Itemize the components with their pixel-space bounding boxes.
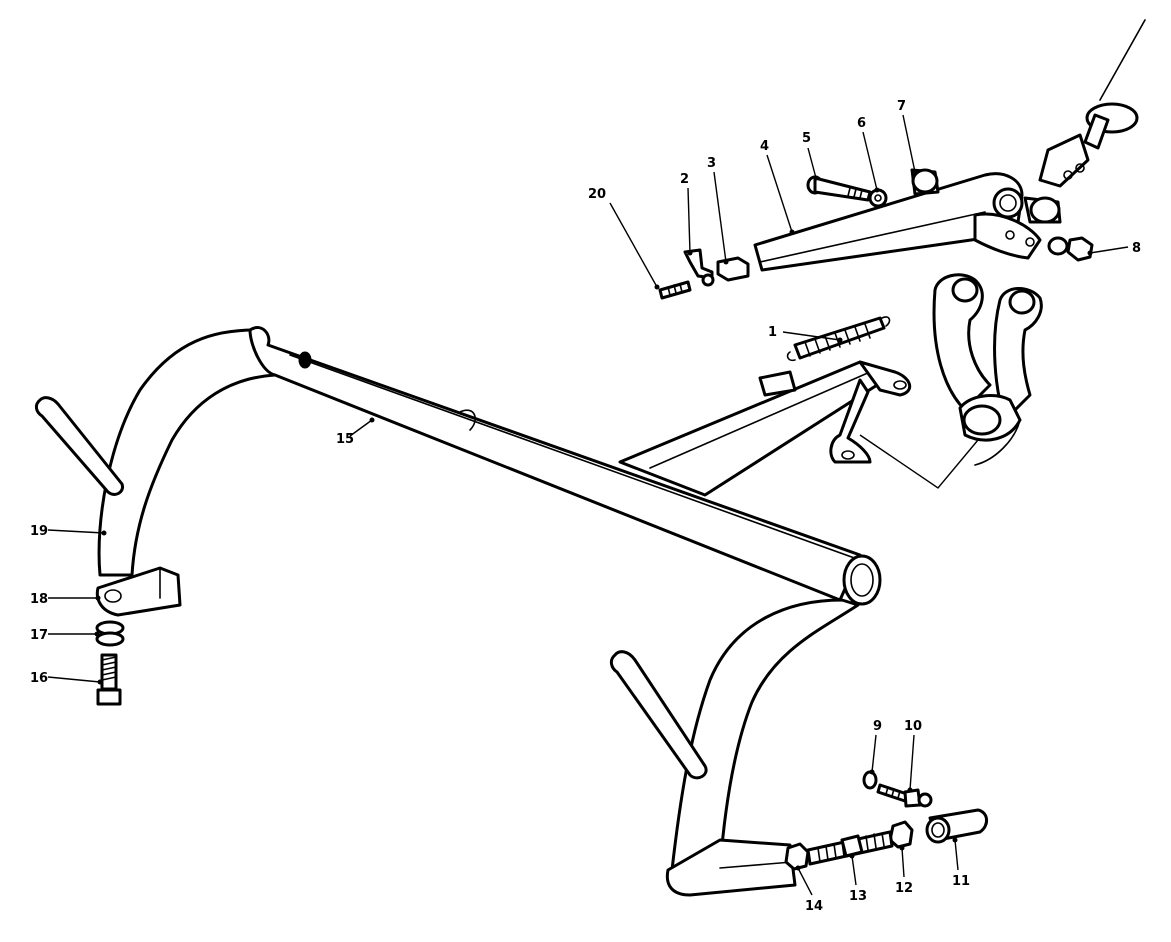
main-frame-assembly [34,326,911,897]
fork-right-arm [993,287,1043,422]
callout-labels: 1 2 3 4 5 6 7 8 9 10 11 12 13 14 15 16 1… [30,99,1141,914]
washer-9 [862,770,878,790]
bushing-arm-end [992,187,1062,224]
bolt-16 [96,653,122,706]
callout-5: 5 [802,131,811,146]
cross-bar-tube [248,326,862,602]
washer-8-side [1047,236,1069,256]
right-tube-opening [842,554,882,606]
lower-hardware [784,770,988,871]
callout-3: 3 [707,156,716,171]
callout-12: 12 [895,881,913,896]
left-leg-tube [97,328,277,577]
ball-stud-10 [876,783,933,808]
callout-7: 7 [897,99,906,114]
beam-bracket [758,370,797,397]
callout-10: 10 [904,719,922,734]
callout-13: 13 [849,889,867,904]
right-leg-tube [670,598,860,872]
yoke-plate-upper [858,360,911,397]
nut-8 [1066,236,1094,262]
leader-lines [47,114,1129,896]
callout-9: 9 [873,719,882,734]
callout-17: 17 [30,628,48,643]
callout-11: 11 [952,874,970,889]
block-3 [716,256,750,282]
bushing-7-upper [910,168,940,196]
clevis [1038,133,1090,188]
nut-12 [888,820,914,849]
right-handle-stub [609,650,708,780]
callout-2: 2 [680,172,689,187]
callout-14: 14 [805,899,823,914]
fork-yoke [859,273,1043,489]
washer-6 [868,188,888,208]
yoke-plate-lower [829,378,872,464]
callout-6: 6 [857,116,866,131]
left-foot-pivot-hole [104,589,122,603]
cable-clevis-assembly [1038,19,1146,188]
callout-18: 18 [30,592,48,607]
bolt-5 [806,175,872,202]
callout-20: 20 [588,187,606,202]
socket-11 [925,808,988,844]
threaded-rod-13 [806,830,894,866]
screw-20 [658,273,715,300]
callout-19: 19 [30,524,48,539]
nut-14 [784,842,810,871]
left-foot-assembly [95,566,182,706]
callout-8: 8 [1132,241,1141,256]
callout-1: 1 [768,325,777,340]
left-handle-stub [34,396,125,496]
fork-left-arm [932,273,992,412]
linkage-assembly [658,168,1094,362]
callout-16: 16 [30,671,48,686]
callout-15: 15 [336,432,354,447]
washer-lower [95,631,125,647]
callout-4: 4 [760,139,769,154]
